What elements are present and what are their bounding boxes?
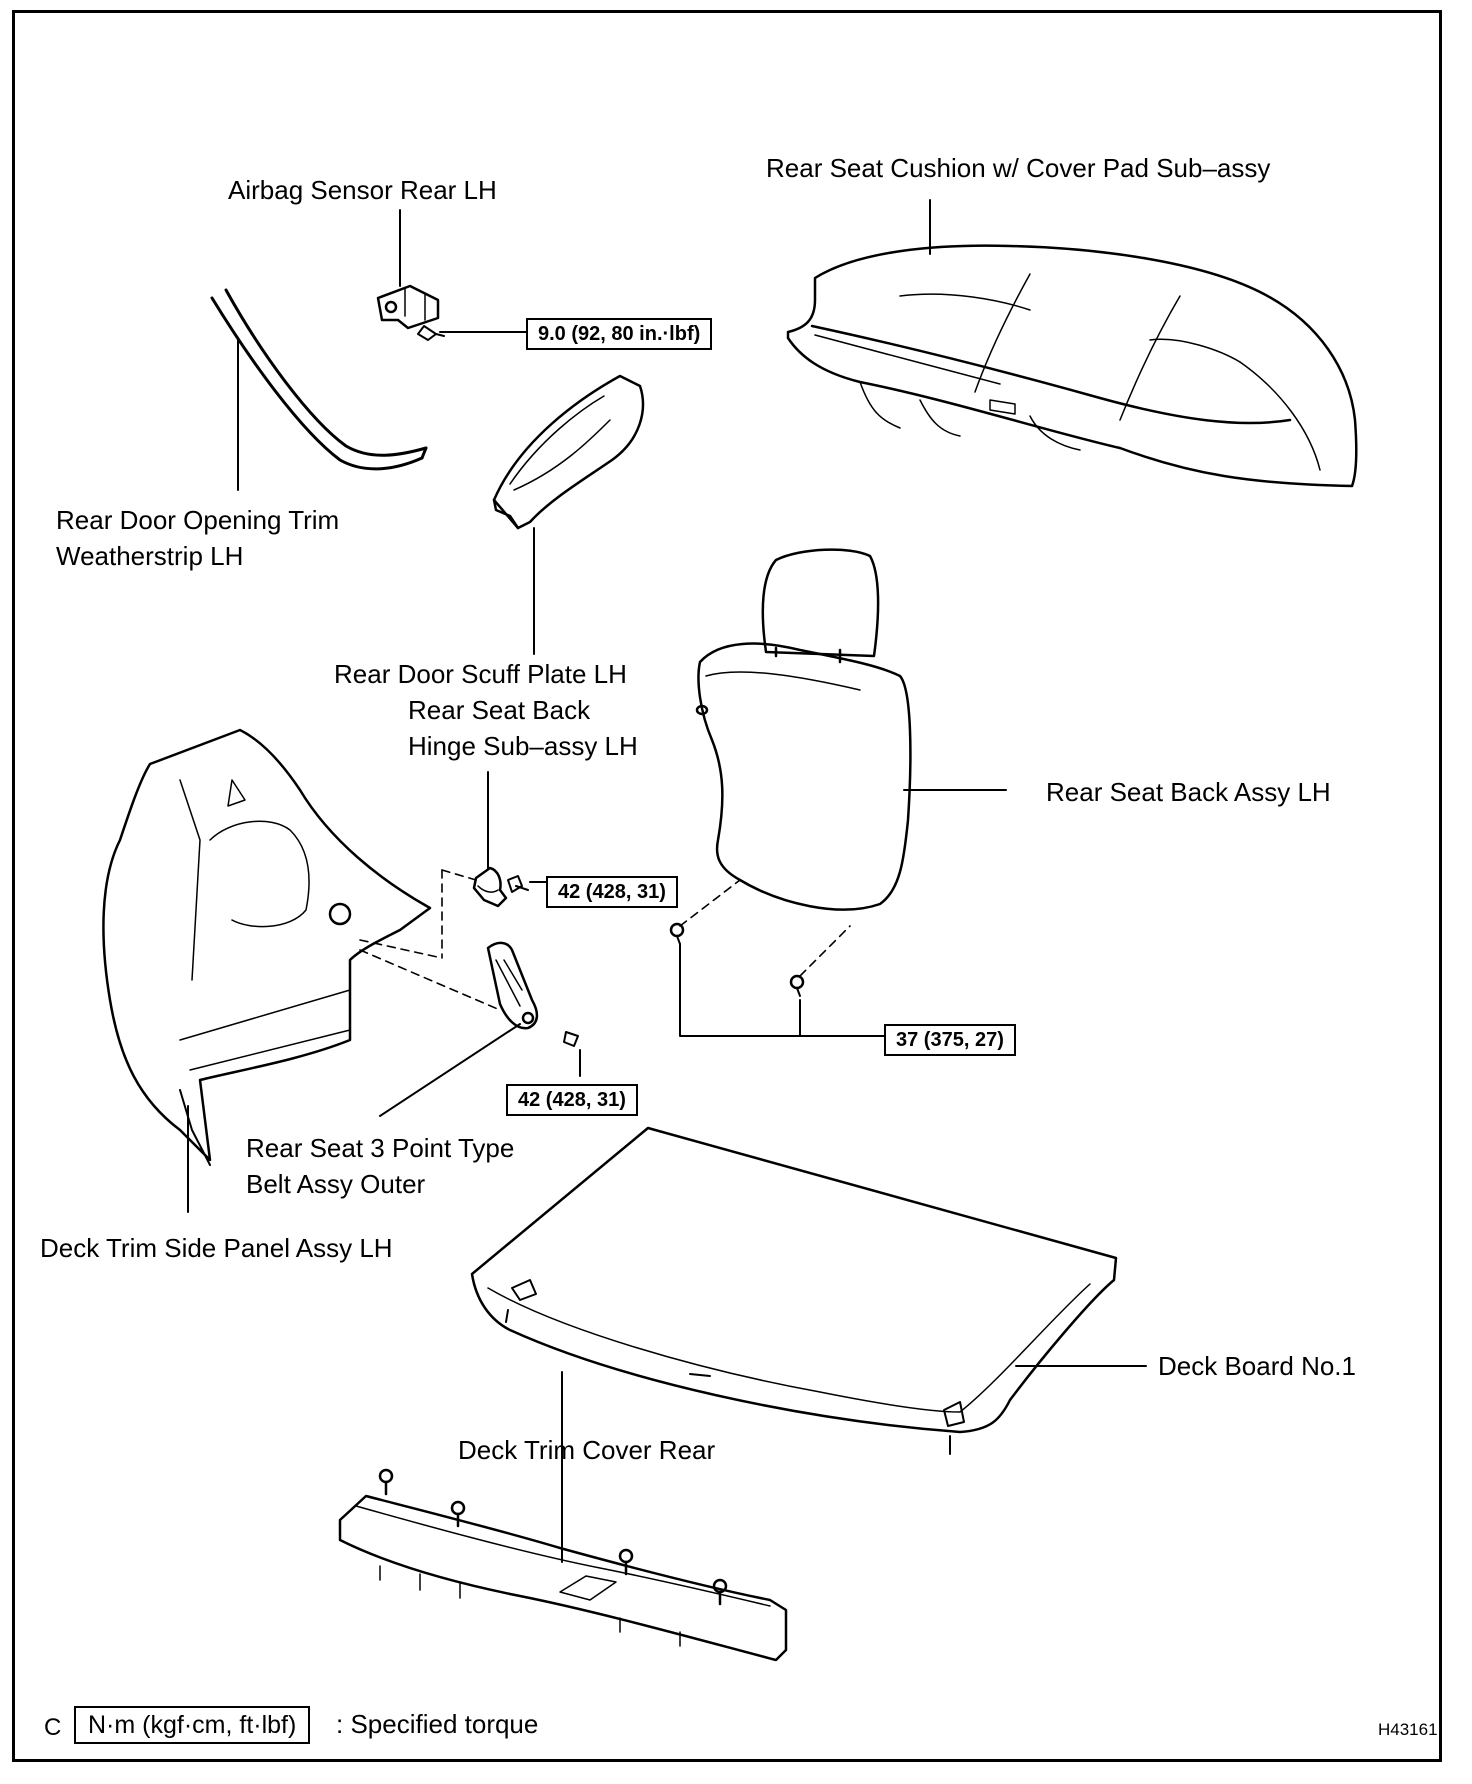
seat-belt-drawing: [486, 922, 805, 1047]
label-seat-back: Rear Seat Back Assy LH: [1046, 777, 1331, 807]
label-deck-board: Deck Board No.1: [1158, 1351, 1356, 1381]
label-door-trim-line1: Rear Door Opening Trim: [56, 505, 340, 535]
label-belt-line1: Rear Seat 3 Point Type: [246, 1133, 515, 1163]
label-belt-line2: Belt Assy Outer: [246, 1169, 426, 1199]
label-airbag-sensor: Airbag Sensor Rear LH: [228, 175, 497, 205]
seat-cushion-drawing: [786, 244, 1358, 488]
section-letter: C: [44, 1714, 62, 1741]
diagram-frame: [12, 10, 1442, 1762]
legend-text: : Specified torque: [336, 1709, 539, 1739]
weatherstrip-drawing: [210, 288, 428, 471]
label-deck-cover: Deck Trim Cover Rear: [458, 1435, 716, 1465]
label-scuff-plate: Rear Door Scuff Plate LH: [334, 659, 627, 689]
alignment-lines: [359, 869, 851, 1011]
label-hinge-line2: Hinge Sub–assy LH: [408, 731, 638, 761]
label-hinge-line1: Rear Seat Back: [408, 695, 591, 725]
legend-unit-box: N·m (kgf·cm, ft·lbf): [74, 1706, 311, 1744]
airbag-sensor-drawing: [376, 284, 445, 341]
label-side-panel: Deck Trim Side Panel Assy LH: [40, 1233, 393, 1263]
scuff-plate-drawing: [492, 374, 645, 530]
leader-lines: [187, 199, 1147, 1563]
side-panel-drawing: [102, 728, 432, 1166]
torque-box-seat-back: 37 (375, 27): [884, 1024, 1016, 1056]
torque-box-hinge: 42 (428, 31): [546, 876, 678, 908]
torque-box-belt: 42 (428, 31): [506, 1084, 638, 1116]
torque-box-sensor: 9.0 (92, 80 in.·lbf): [526, 318, 713, 350]
deck-board-drawing: [470, 1126, 1118, 1455]
label-door-trim-line2: Weatherstrip LH: [56, 541, 244, 571]
seat-back-drawing: [695, 548, 912, 911]
hinge-drawing: [472, 866, 529, 908]
label-seat-cushion: Rear Seat Cushion w/ Cover Pad Sub–assy: [766, 153, 1271, 183]
figure-code: H43161: [1378, 1720, 1438, 1739]
deck-cover-drawing: [338, 1468, 788, 1662]
